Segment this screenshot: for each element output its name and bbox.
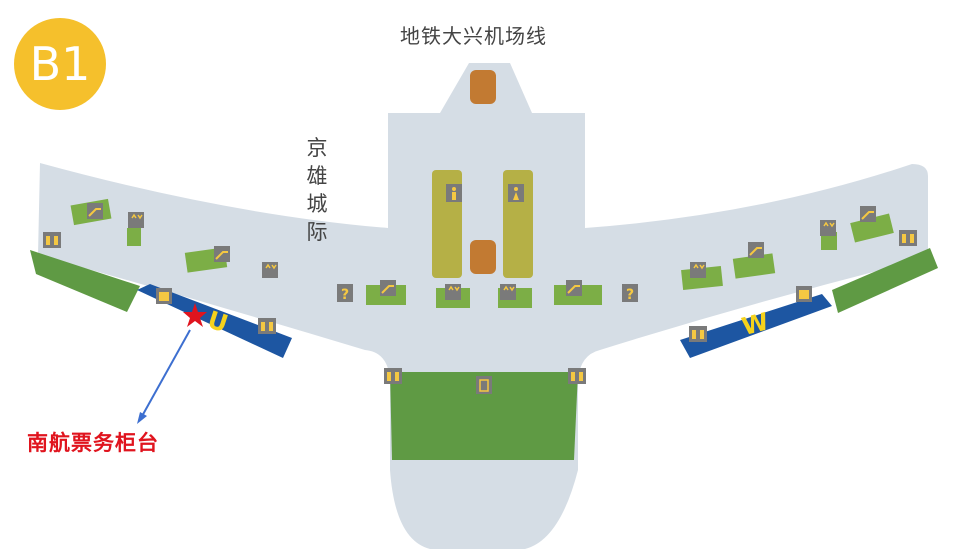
green-block xyxy=(821,232,837,250)
svg-text:?: ? xyxy=(341,287,349,303)
escalator-icon xyxy=(380,280,396,296)
restroom-icon xyxy=(689,326,707,342)
pointer-arrow xyxy=(140,329,191,419)
male-restroom-icon xyxy=(446,184,462,202)
green-block xyxy=(127,228,141,246)
elevator-icon xyxy=(262,262,278,278)
location-star-icon xyxy=(183,303,207,327)
pointer-arrowhead xyxy=(137,412,147,424)
green-area-south xyxy=(390,372,578,460)
intercity-rail-label: 京雄城际 xyxy=(306,136,328,244)
restroom-icon xyxy=(258,318,276,334)
elevator-icon xyxy=(476,376,492,394)
elevator-core-north xyxy=(470,70,496,104)
metro-line-label: 地铁大兴机场线 xyxy=(400,24,547,48)
counter-w[interactable] xyxy=(680,294,832,358)
help-icon: ? xyxy=(622,284,638,303)
help-icon: ? xyxy=(337,284,353,303)
restroom-icon xyxy=(43,232,61,248)
baggage-icon xyxy=(796,286,812,302)
restroom-icon xyxy=(384,368,402,384)
elevator-icon xyxy=(690,262,706,278)
elevator-icon xyxy=(128,212,144,228)
counter-u[interactable] xyxy=(137,284,292,358)
counter-w-letter: W xyxy=(739,307,771,341)
restroom-icon xyxy=(899,230,917,246)
elevator-icon xyxy=(445,284,461,300)
restroom-icon xyxy=(568,368,586,384)
elevator-icon xyxy=(820,220,836,236)
escalator-icon xyxy=(860,206,876,222)
baggage-icon xyxy=(156,288,172,304)
floor-plan xyxy=(38,63,928,549)
escalator-icon xyxy=(214,246,230,262)
elevator-icon xyxy=(500,284,516,300)
escalator-icon xyxy=(87,203,103,219)
green-area-right xyxy=(832,248,938,313)
green-block xyxy=(732,253,776,279)
floor-badge: B1 xyxy=(14,18,106,110)
escalator-icon xyxy=(748,242,764,258)
green-area-left xyxy=(30,250,140,312)
elevator-core-middle xyxy=(470,240,496,274)
ticket-counter-label: 南航票务柜台 xyxy=(27,431,159,455)
svg-text:?: ? xyxy=(626,287,634,303)
female-restroom-icon xyxy=(508,184,524,202)
escalator-icon xyxy=(566,280,582,296)
